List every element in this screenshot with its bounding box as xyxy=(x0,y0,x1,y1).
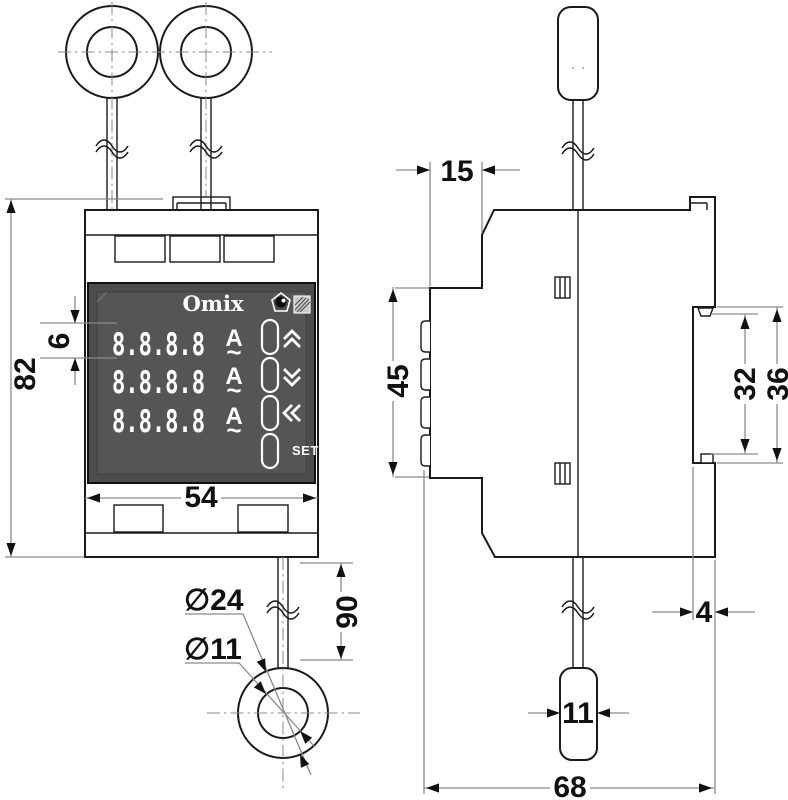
terminal-window xyxy=(114,235,166,263)
dimension-front-depth: 15 xyxy=(396,155,520,286)
device-body-side xyxy=(420,196,716,558)
display-row-1: 8.8.8.8 A ~ xyxy=(112,325,243,367)
dimension-probe-width: 11 xyxy=(528,697,629,730)
dimension-body-width: 54 xyxy=(85,481,318,514)
eye-mark-icon xyxy=(271,291,291,312)
dim-label-54: 54 xyxy=(184,481,218,514)
top-probe-side xyxy=(557,6,599,210)
dim-label-15: 15 xyxy=(440,155,473,188)
front-view: Omix 8.8.8.8 A ~ 8.8.8.8 A ~ xyxy=(58,2,360,792)
dimension-display-row-height: 6 xyxy=(40,296,117,385)
din-hook-notch xyxy=(690,202,708,210)
seven-segment-digits: 8.8.8.8 xyxy=(112,327,205,363)
certification-mark-icon xyxy=(293,295,311,314)
dim-label-82: 82 xyxy=(9,357,42,390)
dim-label-11: 11 xyxy=(562,697,594,730)
brand-logo: Omix xyxy=(182,291,243,316)
dim-label-45: 45 xyxy=(382,364,415,397)
wire-break-mark xyxy=(95,139,223,159)
chevron-double-up-icon xyxy=(283,329,301,348)
button-back xyxy=(260,394,301,432)
terminal-window xyxy=(237,504,289,533)
button-set: SET xyxy=(260,432,319,470)
dimension-rail-outer-height: 36 xyxy=(717,306,788,464)
dimension-overall-depth: 68 xyxy=(423,470,714,800)
button-up xyxy=(260,318,301,356)
terminal-window xyxy=(223,235,275,263)
ac-waveform-symbol: ~ xyxy=(226,375,241,405)
display-row-3: 8.8.8.8 A ~ xyxy=(112,403,243,445)
dimension-lead-length: 90 xyxy=(300,562,364,661)
unit-label: A xyxy=(225,325,242,352)
vent-slot xyxy=(554,276,571,299)
ac-waveform-symbol: ~ xyxy=(226,337,241,367)
display-row-2: 8.8.8.8 A ~ xyxy=(112,363,243,405)
bottom-lead xyxy=(266,557,300,669)
dimension-sensor-inner-diameter: ∅11 xyxy=(184,633,315,747)
terminal-window xyxy=(113,504,164,533)
unit-label: A xyxy=(225,363,242,390)
ac-waveform-symbol: ~ xyxy=(226,415,241,445)
dim-label-36: 36 xyxy=(762,367,788,400)
chevron-double-down-icon xyxy=(283,368,301,387)
dimension-rail-inner-height: 32 xyxy=(711,313,762,455)
dimension-overall-height: 82 xyxy=(5,198,163,558)
dimension-rail-recess-depth: 4 xyxy=(652,467,755,794)
set-button-label: SET xyxy=(292,443,319,458)
din-rail-clip-top xyxy=(696,307,715,317)
dim-label-d11: ∅11 xyxy=(184,633,242,666)
dim-label-4: 4 xyxy=(696,596,713,629)
dimension-annotations: 82 6 54 90 xyxy=(5,155,788,800)
dimension-sensor-outer-diameter: ∅24 xyxy=(184,584,312,776)
front-panel: Omix 8.8.8.8 A ~ 8.8.8.8 A ~ xyxy=(87,282,319,484)
din-rail-clip-bottom xyxy=(700,453,714,464)
dim-label-90: 90 xyxy=(331,595,364,628)
bottom-probe-side xyxy=(559,557,598,761)
dim-label-d24: ∅24 xyxy=(184,584,244,617)
dim-label-32: 32 xyxy=(729,367,762,400)
dimension-front-section-height: 45 xyxy=(382,287,429,478)
side-view xyxy=(420,6,716,761)
dim-label-6: 6 xyxy=(43,333,76,350)
chevron-double-left-icon xyxy=(282,404,301,422)
seven-segment-digits: 8.8.8.8 xyxy=(112,365,205,401)
side-button-bumps xyxy=(420,320,430,467)
transformer-leads xyxy=(95,98,223,210)
seven-segment-digits: 8.8.8.8 xyxy=(112,404,205,440)
button-down xyxy=(260,356,301,394)
unit-label: A xyxy=(225,403,242,430)
terminal-window xyxy=(169,235,221,263)
dim-label-68: 68 xyxy=(553,771,586,800)
vent-slot xyxy=(554,462,571,485)
